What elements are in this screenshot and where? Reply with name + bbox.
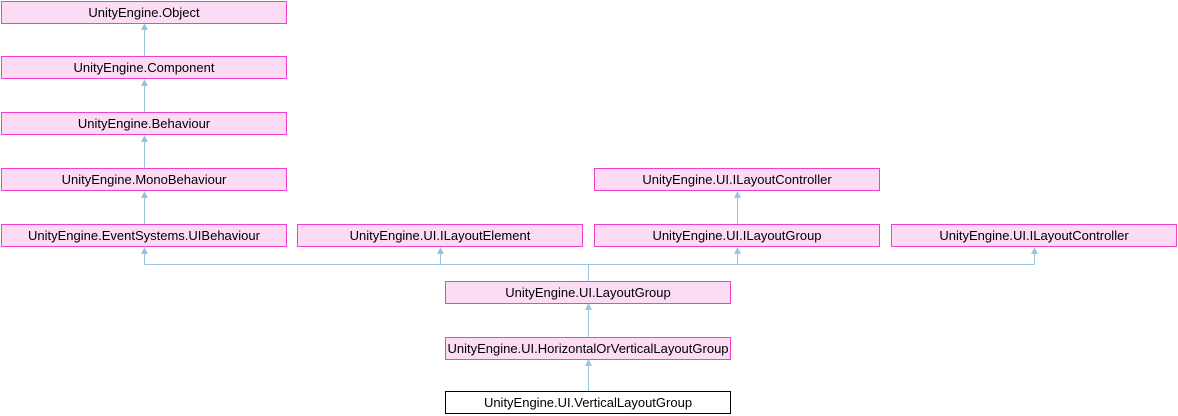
- edge-behaviour-to-component: [141, 79, 148, 112]
- node-horizontalorverticallayoutgroup[interactable]: UnityEngine.UI.HorizontalOrVerticalLayou…: [445, 337, 731, 360]
- node-ilayoutelement[interactable]: UnityEngine.UI.ILayoutElement: [297, 224, 583, 247]
- node-uibehaviour[interactable]: UnityEngine.EventSystems.UIBehaviour: [1, 224, 287, 247]
- edge-layoutgroup-bus: [141, 247, 1038, 281]
- node-behaviour[interactable]: UnityEngine.Behaviour: [1, 112, 287, 135]
- node-object[interactable]: UnityEngine.Object: [1, 1, 287, 24]
- node-ilayoutgroup[interactable]: UnityEngine.UI.ILayoutGroup: [594, 224, 880, 247]
- node-monobehaviour[interactable]: UnityEngine.MonoBehaviour: [1, 168, 287, 191]
- edge-horizontalorvertical-to-layoutgroup: [585, 303, 592, 337]
- edge-ilayoutgroup-to-ilayoutcontroller: [734, 191, 741, 224]
- edge-uibehaviour-to-monobehaviour: [141, 191, 148, 224]
- node-ilayoutcontroller-top[interactable]: UnityEngine.UI.ILayoutController: [594, 168, 880, 191]
- node-component[interactable]: UnityEngine.Component: [1, 56, 287, 79]
- edge-monobehaviour-to-behaviour: [141, 135, 148, 168]
- node-ilayoutcontroller-right[interactable]: UnityEngine.UI.ILayoutController: [891, 224, 1177, 247]
- edge-component-to-object: [141, 23, 148, 56]
- edge-vertical-to-horizontalorvertical: [585, 359, 592, 391]
- node-verticallayoutgroup: UnityEngine.UI.VerticalLayoutGroup: [445, 391, 731, 414]
- node-layoutgroup[interactable]: UnityEngine.UI.LayoutGroup: [445, 281, 731, 304]
